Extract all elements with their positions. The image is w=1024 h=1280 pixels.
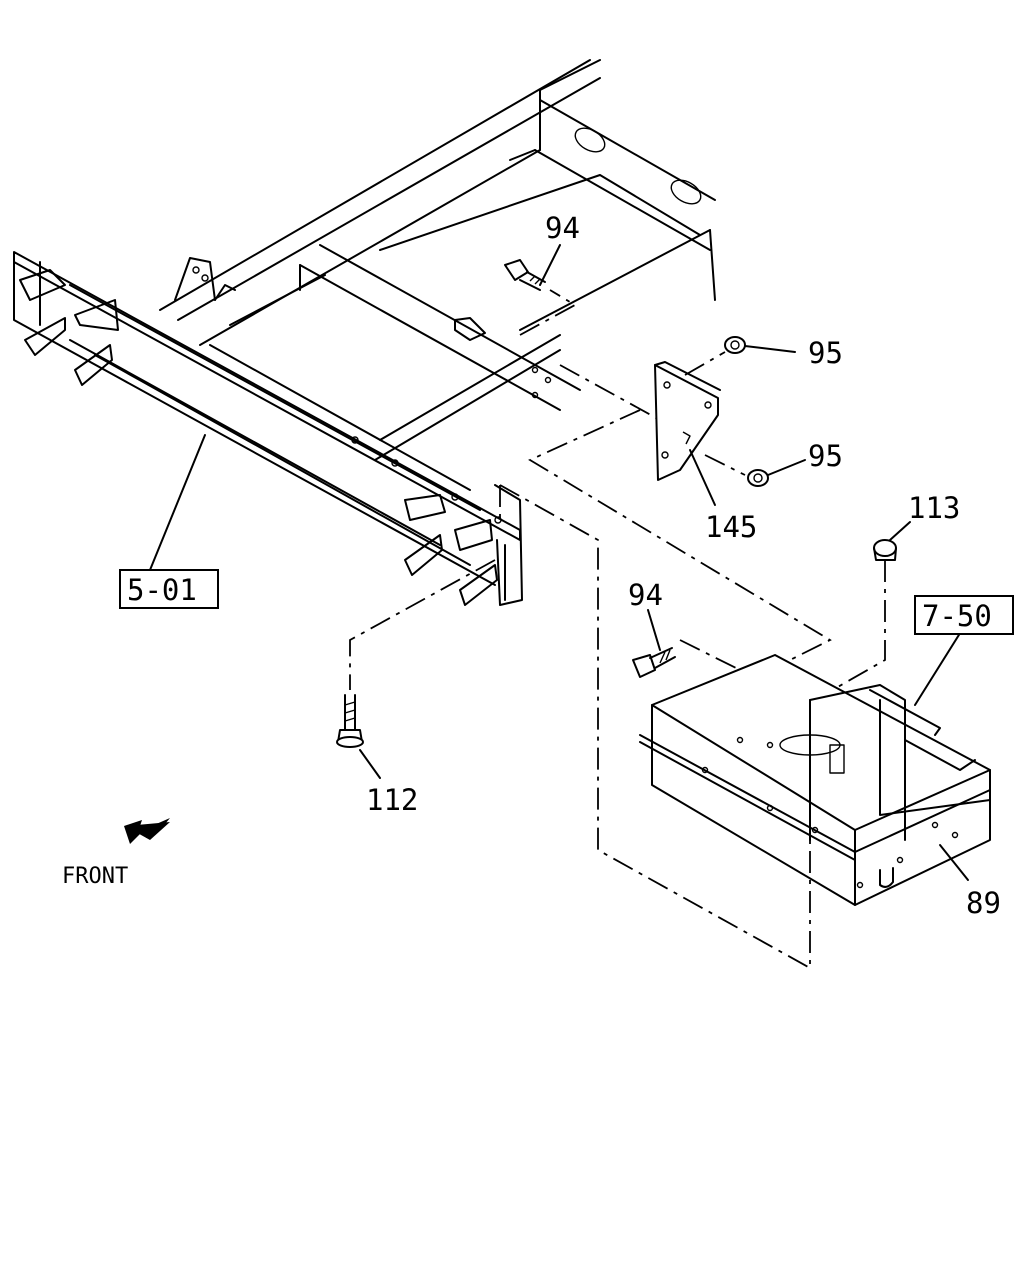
nut-95-b: [747, 469, 769, 487]
callout-113: 113: [908, 491, 960, 525]
battery-tray-89: [639, 654, 991, 906]
front-label: FRONT: [62, 864, 128, 889]
ref-box-battery: 7-50: [914, 595, 1014, 635]
chassis-frame: [13, 59, 716, 606]
ref-box-frame: 5-01: [119, 569, 219, 609]
nut-95-a: [724, 336, 746, 354]
bolt-94-mid: [632, 647, 676, 678]
bolt-94-top: [504, 259, 546, 291]
ref-box-frame-label: 5-01: [127, 573, 197, 607]
bolt-112: [336, 694, 364, 748]
assembly-lines: [349, 289, 886, 970]
ref-box-battery-label: 7-50: [922, 599, 992, 633]
callout-89: 89: [966, 886, 1001, 920]
front-arrow-icon: [124, 818, 170, 844]
callout-94-top: 94: [545, 211, 580, 245]
callout-94-mid: 94: [628, 578, 663, 612]
nut-113: [873, 539, 897, 561]
bracket-145: [654, 361, 721, 481]
callout-leaders: [149, 244, 969, 881]
callout-95-b: 95: [808, 439, 843, 473]
callout-95-a: 95: [808, 336, 843, 370]
callout-145: 145: [705, 510, 757, 544]
callout-112: 112: [366, 783, 418, 817]
